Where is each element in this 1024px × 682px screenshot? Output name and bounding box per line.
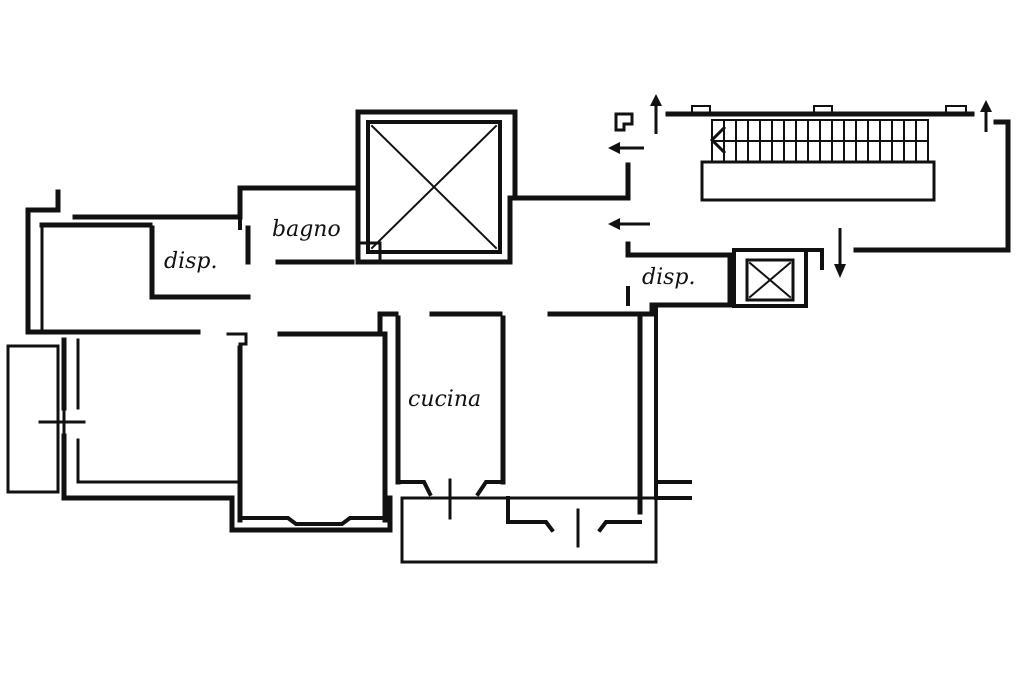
arrow-up-icon bbox=[650, 94, 662, 134]
wall-landing-bottom bbox=[853, 119, 1011, 253]
wall-top-left bbox=[72, 185, 361, 220]
walls bbox=[6, 105, 1011, 564]
wall-room1 bbox=[61, 337, 393, 533]
stair-landing bbox=[700, 160, 936, 202]
wall-bottom-right bbox=[654, 480, 692, 500]
label-disp-right: disp. bbox=[642, 265, 696, 290]
wall-landing-top-cap-1 bbox=[691, 105, 711, 116]
small-shaft-inner bbox=[745, 258, 795, 302]
shaft-step bbox=[356, 241, 382, 264]
small-box-top-left bbox=[614, 112, 634, 132]
label-disp-left: disp. bbox=[164, 249, 218, 274]
wall-left-outer bbox=[25, 189, 61, 335]
balcony-left bbox=[6, 344, 60, 494]
wall-door-jamb-1 bbox=[226, 332, 248, 346]
arrow-down-icon bbox=[834, 228, 846, 278]
wall-corridor-bottom-2 bbox=[277, 311, 399, 337]
wall-room1-inner bbox=[76, 338, 240, 484]
label-bagno: bagno bbox=[272, 217, 341, 242]
arrow-left-icon-2 bbox=[608, 218, 650, 230]
shaft-box bbox=[366, 120, 502, 254]
wall-landing-top-cap-2 bbox=[813, 105, 833, 116]
wall-small-shaft-right bbox=[804, 248, 824, 270]
arrows bbox=[608, 94, 992, 278]
wall-disp-left bbox=[149, 225, 251, 300]
arrow-left-icon bbox=[608, 142, 644, 154]
wall-disp-right bbox=[625, 241, 733, 317]
balcony-bottom bbox=[400, 496, 658, 564]
wall-bottom-room4 bbox=[506, 496, 642, 533]
small-shaft-outer bbox=[732, 248, 808, 308]
arrow-up-icon-2 bbox=[980, 100, 992, 132]
small-shaft-cross-2 bbox=[748, 261, 792, 299]
wall-bottom-kitchen bbox=[396, 480, 505, 497]
stair-direction-mark bbox=[709, 125, 727, 155]
label-cucina: cucina bbox=[408, 387, 481, 412]
wall-shaft-outer bbox=[355, 109, 628, 201]
shaft-cross-2 bbox=[370, 124, 498, 250]
wall-bottom-room2 bbox=[242, 516, 384, 526]
wall-shaft-outer-left bbox=[355, 109, 513, 265]
stair-steps bbox=[711, 119, 929, 163]
wall-landing-top-cap-3 bbox=[945, 105, 967, 116]
